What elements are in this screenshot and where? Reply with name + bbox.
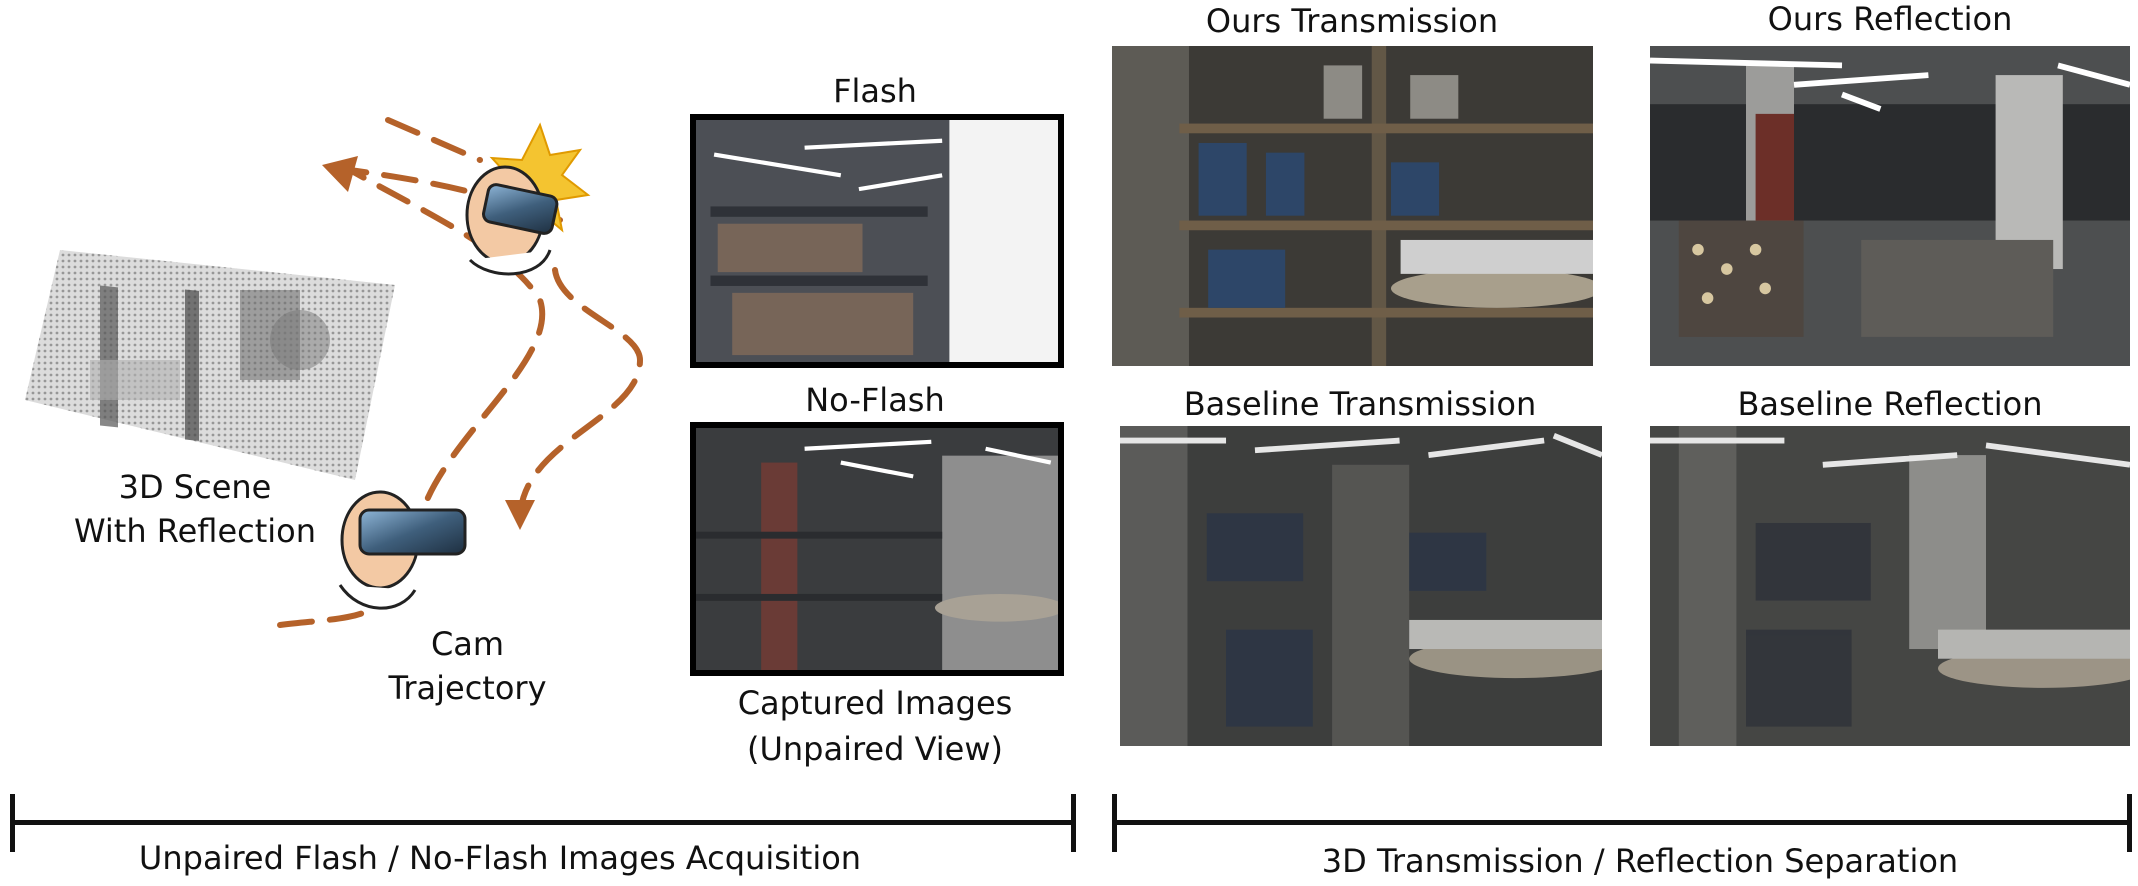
scene-label: 3D Scene With Reflection bbox=[40, 468, 350, 551]
arrowhead-icon bbox=[505, 500, 535, 530]
captured-caption: Captured Images (Unpaired View) bbox=[690, 684, 1060, 769]
arrowhead-icon bbox=[322, 156, 358, 192]
acquisition-bar bbox=[10, 820, 1076, 825]
baseline-reflection-label: Baseline Reflection bbox=[1737, 385, 2043, 423]
separation-bar-right-tick bbox=[2127, 794, 2132, 852]
flash-image bbox=[690, 114, 1064, 368]
captured-caption-line1: Captured Images bbox=[737, 684, 1013, 722]
ours-reflection-image bbox=[1650, 46, 2130, 366]
baseline-transmission-label: Baseline Transmission bbox=[1183, 385, 1537, 423]
acquisition-stage-label: Unpaired Flash / No-Flash Images Acquisi… bbox=[138, 839, 862, 877]
separation-stage-label: 3D Transmission / Reflection Separation bbox=[1321, 842, 1959, 880]
acquisition-bar-right-tick bbox=[1071, 794, 1076, 852]
baseline-transmission-image bbox=[1120, 426, 1602, 746]
acquisition-illustration bbox=[25, 117, 644, 628]
flash-label: Flash bbox=[833, 72, 917, 110]
ours-reflection-label: Ours Reflection bbox=[1767, 0, 2013, 38]
ours-transmission-image bbox=[1112, 46, 1593, 366]
cam-label-line2: Trajectory bbox=[388, 669, 547, 708]
noflash-image bbox=[690, 422, 1064, 676]
cam-trajectory-label: Cam Trajectory bbox=[360, 625, 575, 708]
cam-label-line1: Cam bbox=[430, 625, 505, 663]
baseline-reflection-image bbox=[1650, 426, 2130, 746]
camera-icon bbox=[338, 490, 467, 610]
ours-transmission-label: Ours Transmission bbox=[1205, 2, 1499, 40]
noflash-label: No-Flash bbox=[805, 381, 945, 419]
trajectory-path bbox=[385, 117, 483, 163]
scene-label-line1: 3D Scene bbox=[118, 468, 272, 506]
captured-caption-line2: (Unpaired View) bbox=[746, 730, 1004, 769]
scene-label-line2: With Reflection bbox=[73, 512, 317, 551]
trajectory-path bbox=[517, 267, 644, 523]
point-cloud-scene bbox=[25, 250, 395, 480]
flash-camera-icon bbox=[465, 122, 591, 276]
separation-bar bbox=[1112, 820, 2132, 825]
trajectory-path bbox=[277, 607, 373, 628]
